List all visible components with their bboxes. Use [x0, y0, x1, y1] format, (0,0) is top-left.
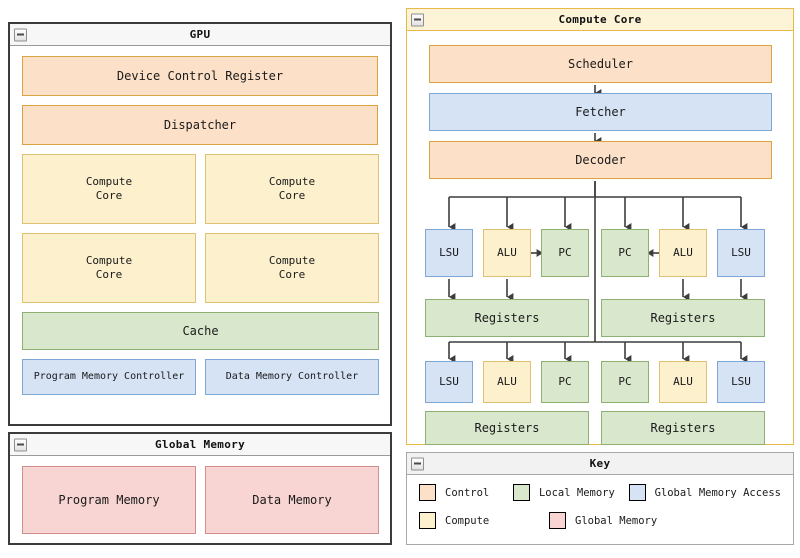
- key-swatch-control: [419, 484, 436, 501]
- thread-group-2-left-alu-box[interactable]: ALU: [483, 361, 531, 403]
- thread-group-1-left-alu-box[interactable]: ALU: [483, 229, 531, 277]
- data-memory-box[interactable]: Data Memory: [205, 466, 379, 534]
- global-memory-panel-body: Program Memory Data Memory: [10, 456, 390, 545]
- key-swatch-global-memory-access: [628, 484, 646, 501]
- program-memory-controller-box[interactable]: Program Memory Controller: [22, 359, 196, 395]
- compute-core-box-4[interactable]: Compute Core: [205, 233, 379, 303]
- compute-core-box-1[interactable]: Compute Core: [22, 154, 196, 224]
- global-memory-panel-header: Global Memory: [10, 434, 390, 456]
- key-panel-header: Key: [407, 453, 793, 475]
- minus-glyph: [414, 18, 421, 21]
- thread-group-1-right-lsu-box[interactable]: LSU: [717, 229, 765, 277]
- collapse-minus-icon[interactable]: [411, 457, 424, 470]
- dispatcher-box[interactable]: Dispatcher: [22, 105, 378, 145]
- key-swatch-local-memory: [512, 484, 530, 501]
- key-row-2: Compute Global Memory: [419, 512, 781, 529]
- scheduler-box[interactable]: Scheduler: [429, 45, 772, 83]
- thread-group-1-right-alu-box[interactable]: ALU: [659, 229, 707, 277]
- compute-core-box-3[interactable]: Compute Core: [22, 233, 196, 303]
- device-control-register-box[interactable]: Device Control Register: [22, 56, 378, 96]
- thread-group-2-right-registers-box[interactable]: Registers: [601, 411, 765, 445]
- key-item-global-memory: Global Memory: [549, 512, 657, 529]
- thread-group-2-right-alu-box[interactable]: ALU: [659, 361, 707, 403]
- minus-glyph: [17, 33, 24, 36]
- key-row-1: Control Local Memory Global Memory Acces…: [419, 484, 781, 501]
- collapse-minus-icon[interactable]: [14, 438, 27, 451]
- key-swatch-compute: [419, 512, 436, 529]
- thread-group-2-left-registers-box[interactable]: Registers: [425, 411, 589, 445]
- minus-glyph: [414, 462, 421, 465]
- gpu-panel-title: GPU: [189, 28, 211, 41]
- key-label-local-memory: Local Memory: [538, 486, 615, 499]
- thread-group-2-left-pc-box[interactable]: PC: [541, 361, 589, 403]
- thread-group-2-right-pc-box[interactable]: PC: [601, 361, 649, 403]
- key-label-control: Control: [445, 486, 490, 499]
- collapse-minus-icon[interactable]: [411, 13, 424, 26]
- decoder-box[interactable]: Decoder: [429, 141, 772, 179]
- compute-core-panel-title: Compute Core: [558, 13, 642, 26]
- gpu-panel-header: GPU: [10, 24, 390, 46]
- minus-glyph: [17, 443, 24, 446]
- collapse-minus-icon[interactable]: [14, 28, 27, 41]
- program-memory-box[interactable]: Program Memory: [22, 466, 196, 534]
- key-item-control: Control: [419, 484, 513, 501]
- compute-core-panel: Compute Core: [406, 8, 794, 445]
- fetcher-box[interactable]: Fetcher: [429, 93, 772, 131]
- key-label-global-memory: Global Memory: [575, 514, 658, 527]
- key-label-global-memory-access: Global Memory Access: [654, 486, 781, 499]
- compute-core-box-2[interactable]: Compute Core: [205, 154, 379, 224]
- thread-group-1-right-registers-box[interactable]: Registers: [601, 299, 765, 337]
- thread-group-2-right-lsu-box[interactable]: LSU: [717, 361, 765, 403]
- key-label-compute: Compute: [445, 514, 490, 527]
- global-memory-panel: Global Memory Program Memory Data Memory: [8, 432, 392, 545]
- key-item-global-memory-access: Global Memory Access: [628, 484, 781, 501]
- thread-group-2-left-lsu-box[interactable]: LSU: [425, 361, 473, 403]
- key-panel-title: Key: [589, 457, 611, 470]
- thread-group-1-left-registers-box[interactable]: Registers: [425, 299, 589, 337]
- key-item-compute: Compute: [419, 512, 549, 529]
- key-panel-body: Control Local Memory Global Memory Acces…: [407, 475, 793, 529]
- thread-group-1-left-pc-box[interactable]: PC: [541, 229, 589, 277]
- thread-group-1-left-lsu-box[interactable]: LSU: [425, 229, 473, 277]
- global-memory-panel-title: Global Memory: [155, 438, 245, 451]
- gpu-panel: GPU Device Control Register Dispatcher C…: [8, 22, 392, 426]
- key-panel: Key Control Local Memory Global Memory A…: [406, 452, 794, 545]
- compute-core-panel-body: Scheduler Fetcher Decoder LSU ALU PC PC …: [407, 31, 793, 445]
- data-memory-controller-box[interactable]: Data Memory Controller: [205, 359, 379, 395]
- key-item-local-memory: Local Memory: [512, 484, 629, 501]
- gpu-panel-body: Device Control Register Dispatcher Compu…: [10, 46, 390, 426]
- key-swatch-global-memory: [549, 512, 566, 529]
- compute-core-panel-header: Compute Core: [407, 9, 793, 31]
- cache-box[interactable]: Cache: [22, 312, 379, 350]
- thread-group-1-right-pc-box[interactable]: PC: [601, 229, 649, 277]
